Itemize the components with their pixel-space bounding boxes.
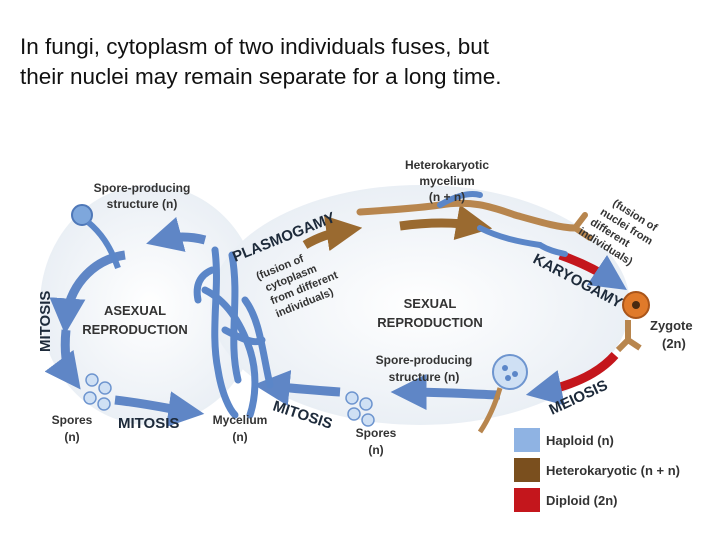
arrow-spores-to-mycelium — [253, 370, 341, 406]
label-sexual-line2: REPRODUCTION — [377, 315, 482, 330]
arrow-spores-to-mycelium-left — [114, 391, 205, 427]
label-mitosis-bottom-left: MITOSIS — [118, 415, 179, 432]
caption-line-2: their nuclei may remain separate for a l… — [20, 64, 502, 89]
legend-swatch-heterokaryotic — [514, 458, 540, 482]
label-spore-structure-top-line1: Spore-producing — [94, 181, 191, 195]
label-heterokaryotic-line2: mycelium — [419, 174, 474, 188]
spores-right-drawing — [345, 391, 375, 427]
label-mycelium-line2: (n) — [232, 430, 247, 444]
label-spores-right-line1: Spores — [356, 426, 397, 440]
caption: In fungi, cytoplasm of two individuals f… — [20, 32, 710, 92]
legend-label-heterokaryotic: Heterokaryotic (n + n) — [546, 463, 680, 478]
spore-structure-top-drawing — [71, 204, 121, 269]
label-spore-structure-top-line2: structure (n) — [107, 197, 178, 211]
legend: Haploid (n) Heterokaryotic (n + n) Diplo… — [514, 428, 680, 512]
label-heterokaryotic-line3: (n + n) — [429, 190, 465, 204]
label-spore-structure-bottom-line1: Spore-producing — [376, 353, 473, 367]
caption-line-1: In fungi, cytoplasm of two individuals f… — [20, 34, 489, 59]
legend-swatch-diploid — [514, 488, 540, 512]
label-zygote-line2: (2n) — [662, 336, 686, 351]
arrow-mycelium-to-structure — [146, 217, 207, 252]
arrow-mitosis-to-spores — [44, 329, 81, 390]
arrow-heterokaryotic — [399, 204, 493, 241]
label-spores-right-line2: (n) — [368, 443, 383, 457]
spore-structure-bottom-drawing — [477, 354, 528, 434]
zygote-drawing — [615, 291, 650, 353]
legend-label-diploid: Diploid (2n) — [546, 493, 618, 508]
spores-left-drawing — [83, 373, 112, 411]
legend-label-haploid: Haploid (n) — [546, 433, 614, 448]
heterokaryotic-mycelium-drawing — [356, 191, 593, 257]
arrow-plasmogamy — [302, 215, 363, 252]
label-spore-structure-bottom-line2: structure (n) — [389, 370, 460, 384]
label-heterokaryotic-line1: Heterokaryotic — [405, 158, 489, 172]
label-mycelium-line1: Mycelium — [213, 413, 268, 427]
label-mitosis-left: MITOSIS — [37, 291, 54, 352]
mycelium-drawing — [193, 246, 274, 419]
label-spores-left-line2: (n) — [64, 430, 79, 444]
arrow-meiosis — [525, 351, 619, 406]
legend-swatch-haploid — [514, 428, 540, 452]
label-zygote-line1: Zygote — [650, 318, 693, 333]
arrow-structure-to-spores — [390, 374, 501, 411]
asexual-cycle-background — [40, 185, 260, 425]
label-spores-left-line1: Spores — [52, 413, 93, 427]
label-sexual-line1: SEXUAL — [404, 296, 457, 311]
label-asexual-line2: REPRODUCTION — [82, 322, 187, 337]
label-asexual-line1: ASEXUAL — [104, 303, 166, 318]
